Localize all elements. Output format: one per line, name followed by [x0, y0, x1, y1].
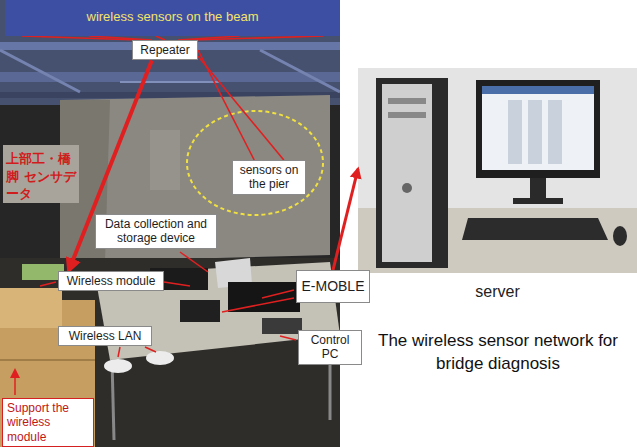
computer-tower — [376, 78, 448, 268]
node-text: E-MOBLE — [301, 278, 365, 295]
wireless-module-box: Wireless module — [58, 271, 164, 291]
bridge-pier — [3, 95, 330, 262]
node-text: Data collection and storage device — [100, 217, 212, 246]
server-photo — [358, 68, 637, 273]
caption: The wireless sensor network for bridge d… — [362, 330, 634, 376]
mouse — [613, 226, 627, 246]
node-text: sensors on the pier — [237, 163, 301, 192]
support-box: Support the wireless module — [2, 398, 94, 447]
repeater-box: Repeater — [132, 40, 198, 60]
pier-sensor-ring — [187, 111, 323, 215]
node-text: Control PC — [303, 333, 357, 362]
storage-device-box: Data collection and storage device — [95, 214, 217, 249]
sign-label: 上部工・橋脚 センサデータ — [6, 150, 76, 203]
node-text: Wireless LAN — [63, 329, 147, 343]
ground — [0, 258, 340, 447]
node-text: Support the wireless module — [7, 401, 89, 444]
node-text: Repeater — [137, 43, 193, 57]
beam-sensor-band: wireless sensors on the beam — [5, 0, 340, 36]
red-link — [333, 169, 358, 270]
node-text: Wireless module — [63, 274, 159, 288]
wireless-lan-box: Wireless LAN — [58, 326, 152, 346]
keyboard — [462, 218, 608, 240]
pier-sensor-box: sensors on the pier — [232, 160, 306, 195]
node-text: server — [358, 282, 637, 301]
control-pc-box: Control PC — [298, 330, 362, 365]
leader-lines — [10, 252, 296, 395]
emobile-box: E-MOBLE — [296, 270, 370, 303]
red-link — [191, 36, 323, 40]
steel-beams — [0, 0, 340, 105]
red-link — [198, 56, 284, 160]
server-node: server — [358, 68, 637, 320]
monitor — [476, 80, 600, 204]
node-text: wireless sensors on the beam — [9, 9, 336, 25]
cardboard-boxes — [0, 264, 95, 447]
